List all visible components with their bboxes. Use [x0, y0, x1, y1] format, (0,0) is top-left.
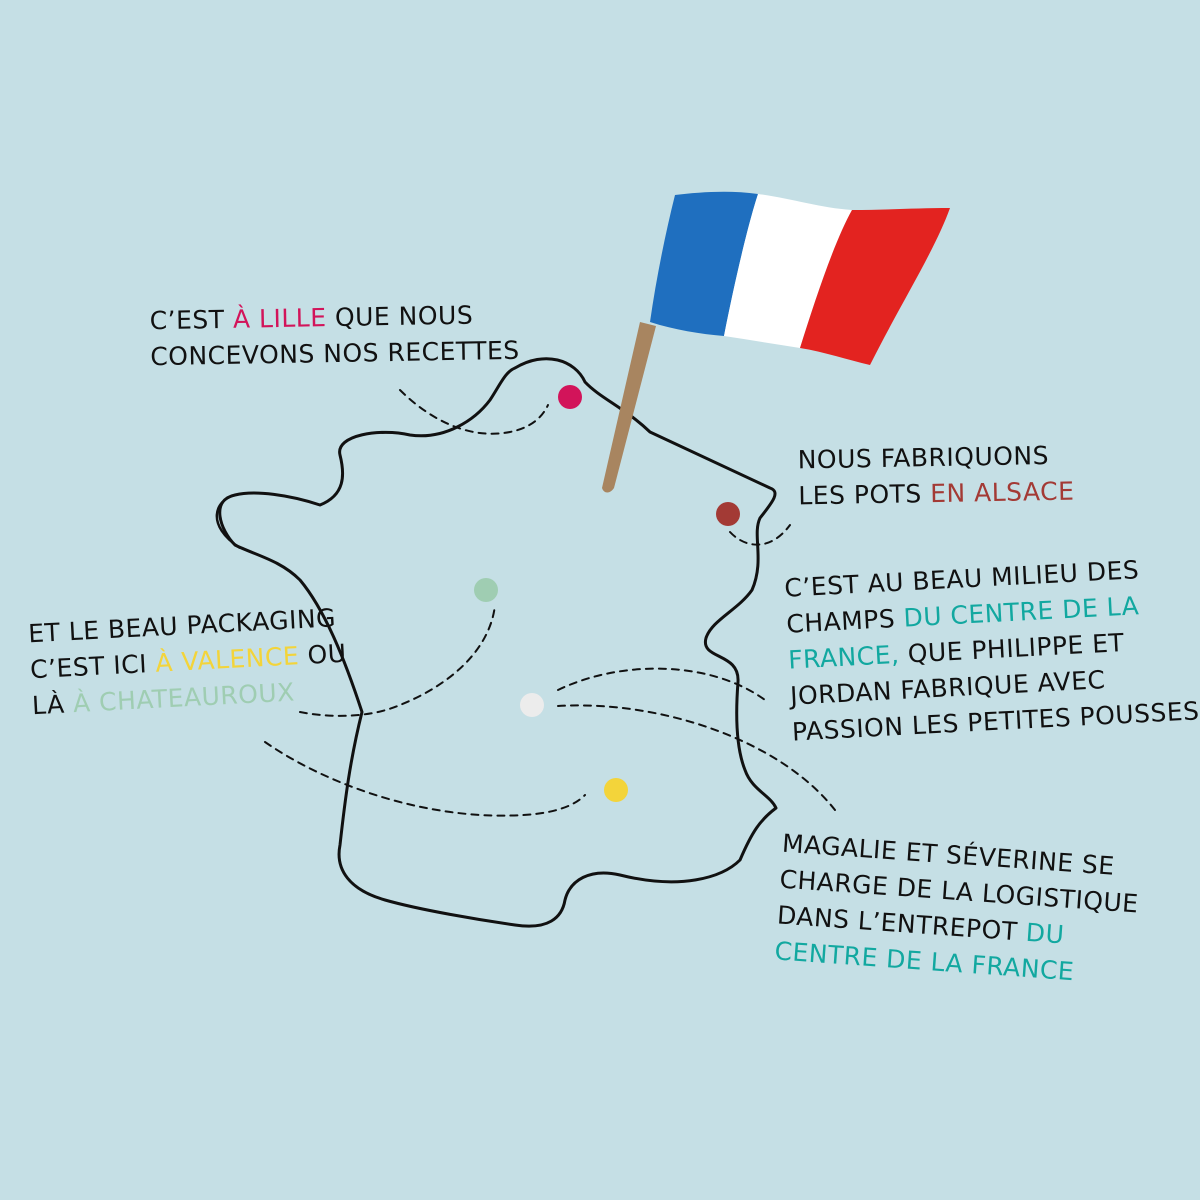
- highlight-valence: à Valence: [154, 641, 300, 678]
- flag-stripe-blue: [650, 191, 758, 336]
- highlight-lille: à Lille: [232, 303, 327, 334]
- leader-line-chateauroux: [299, 604, 496, 717]
- leader-line-alsace: [729, 524, 791, 546]
- france-outline: [218, 357, 778, 928]
- caption-alsace: Nous fabriquons les pots en Alsace: [797, 438, 1074, 515]
- dot-chateauroux: [474, 578, 498, 602]
- caption-champs: C’est au beau milieu des champs du centr…: [784, 549, 1200, 750]
- dot-alsace: [716, 502, 740, 526]
- flag-pole: [602, 322, 656, 493]
- french-flag-icon: [602, 191, 950, 493]
- caption-lille: C’est à Lille que nous concevons nos rec…: [149, 297, 520, 375]
- dot-lille: [558, 385, 582, 409]
- leader-line-lille: [399, 389, 549, 435]
- caption-alsace-line-2: les pots en Alsace: [798, 476, 1075, 511]
- caption-alsace-line-1: Nous fabriquons: [797, 441, 1050, 475]
- flag-stripe-red: [800, 208, 950, 365]
- leader-line-valence: [264, 741, 586, 817]
- highlight-centre-3: du: [1024, 917, 1066, 950]
- flag-stripe-white: [724, 194, 852, 348]
- highlight-alsace: en Alsace: [929, 476, 1075, 509]
- caption-packaging: Et le beau packaging c’est ici à Valence…: [27, 600, 349, 724]
- leader-line-logistique: [557, 704, 836, 811]
- dot-centre: [520, 693, 544, 717]
- caption-lille-line-2: concevons nos recettes: [150, 335, 520, 372]
- highlight-chateauroux: à Chateauroux: [72, 677, 296, 719]
- brittany-curve: [215, 493, 241, 550]
- caption-logistique: Magalie et Séverine se charge de la logi…: [773, 826, 1142, 995]
- dot-valence: [604, 778, 628, 802]
- highlight-centre-2: France,: [787, 639, 901, 675]
- leader-line-centre: [557, 667, 766, 701]
